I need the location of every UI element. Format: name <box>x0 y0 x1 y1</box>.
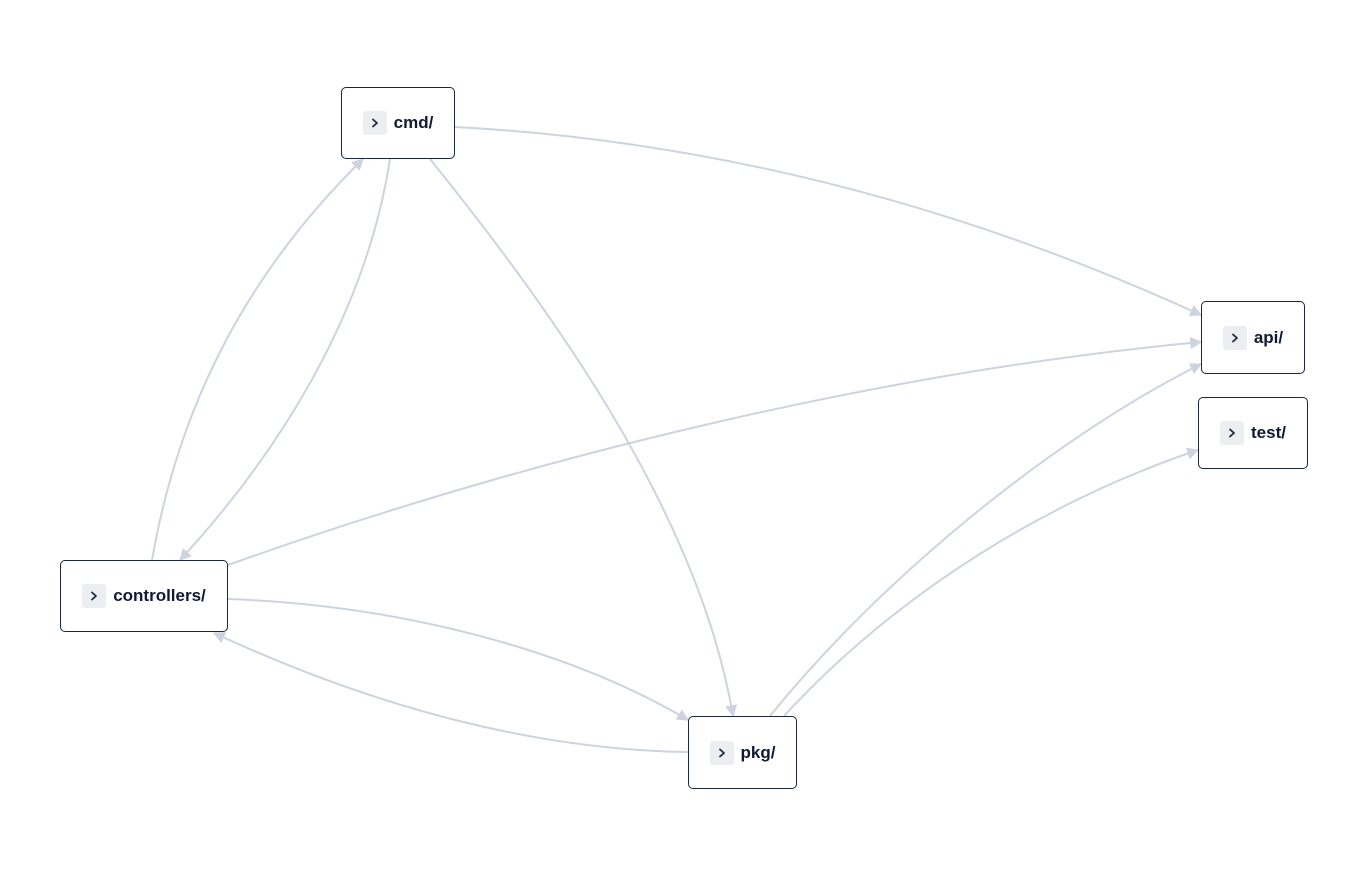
edge-controllers-to-cmd <box>151 158 364 561</box>
node-label: controllers/ <box>113 586 206 605</box>
node-pkg[interactable]: pkg/ <box>688 716 797 789</box>
edge-pkg-to-test <box>783 447 1200 717</box>
node-label: api/ <box>1253 327 1284 347</box>
edge-pkg-to-controllers <box>212 632 689 753</box>
node-label: cmd/ <box>393 113 434 132</box>
node-controllers[interactable]: controllers/ <box>60 560 228 632</box>
chevron-right-icon[interactable] <box>709 740 734 765</box>
chevron-right-icon[interactable] <box>362 111 387 135</box>
chevron-right-icon[interactable] <box>1220 421 1245 445</box>
edge-controllers-to-api <box>227 337 1203 566</box>
chevron-right-icon[interactable] <box>82 584 107 608</box>
edge-controllers-to-pkg <box>227 598 690 721</box>
node-cmd[interactable]: cmd/ <box>341 87 455 159</box>
node-label: pkg/ <box>740 742 776 762</box>
edge-pkg-to-api <box>769 363 1203 717</box>
node-test[interactable]: test/ <box>1198 397 1308 469</box>
edge-cmd-to-controllers <box>179 158 391 561</box>
edge-cmd-to-api <box>454 126 1203 316</box>
chevron-right-icon[interactable] <box>1222 325 1247 350</box>
edge-cmd-to-pkg <box>429 158 738 718</box>
node-api[interactable]: api/ <box>1201 301 1305 374</box>
node-label: test/ <box>1251 423 1286 442</box>
